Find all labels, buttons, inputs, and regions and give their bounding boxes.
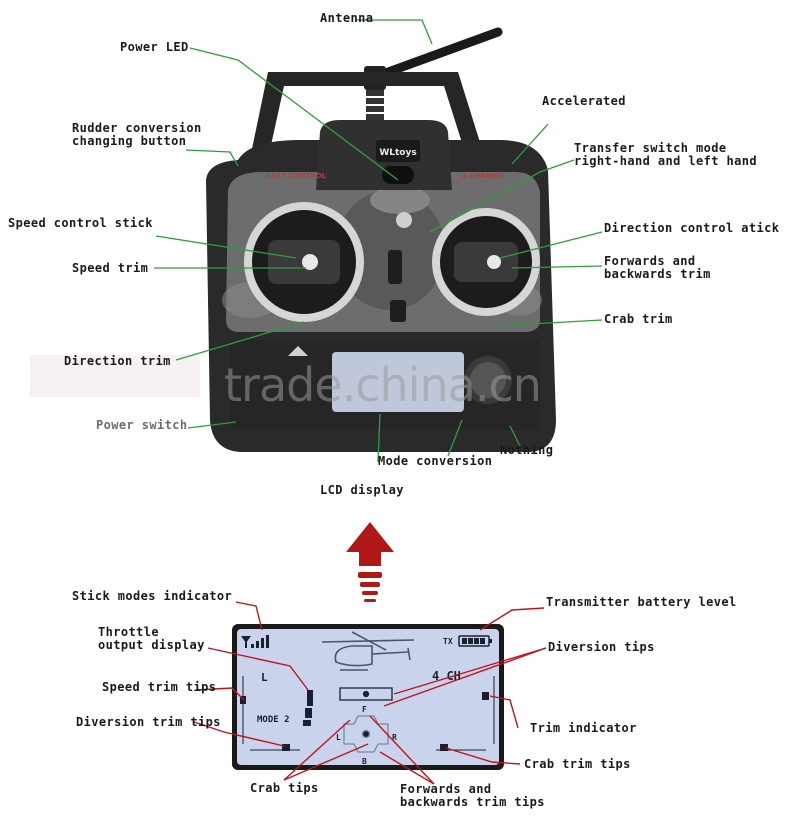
signal-icon <box>241 635 269 648</box>
label-lcd-display: LCD display <box>320 483 404 497</box>
lcd-screen: TX L 4 CH MODE 2 <box>232 624 504 770</box>
label-crab-trim-tips: Crab trim tips <box>524 757 631 771</box>
lcd-back-marker: B <box>362 757 367 766</box>
callout-lines-bottom <box>193 601 547 785</box>
label-direction-control-stick: Direction control atick <box>604 221 780 235</box>
label-stick-modes-indicator: Stick modes indicator <box>72 589 233 603</box>
label-diversion-tips: Diversion tips <box>548 640 655 654</box>
label-speed-control-stick: Speed control stick <box>8 216 153 230</box>
label-forwards-backwards-trim: Forwards and backwards trim <box>604 254 711 281</box>
watermark: trade.china.cn <box>224 358 542 412</box>
lcd-stick-side: L <box>261 671 268 684</box>
trim-indicator-marker <box>482 692 489 700</box>
lcd-forward-marker: F <box>362 705 367 714</box>
label-speed-trim: Speed trim <box>72 261 149 275</box>
label-accelerated: Accelerated <box>542 94 626 108</box>
lcd-display-window <box>332 352 464 412</box>
lcd-tx-label: TX <box>443 637 453 646</box>
label-crab-tips: Crab tips <box>250 781 319 795</box>
direction-control-stick <box>432 208 540 316</box>
leader-lines-top <box>154 19 603 463</box>
diversion-indicator <box>339 687 393 701</box>
label-diversion-trim-tips: Diversion trim tips <box>76 715 221 729</box>
label-power-switch: Power switch <box>96 418 188 432</box>
lcd-channel: 4 CH <box>432 669 461 683</box>
label-transfer-switch: Transfer switch mode right-hand and left… <box>574 141 757 168</box>
speed-trim-marker <box>240 696 246 704</box>
carry-handle <box>248 72 488 168</box>
transmitter-body: WLtoys EASY CONTROL 4-CHANNEL <box>206 27 556 452</box>
lcd-left-marker: L <box>336 733 341 742</box>
label-transmitter-battery-level: Transmitter battery level <box>546 595 737 609</box>
label-antenna: Antenna <box>320 11 374 25</box>
brand-logo: WLtoys <box>379 148 416 158</box>
label-throttle-output-display: Throttle output display <box>98 625 205 652</box>
label-power-led: Power LED <box>120 40 189 54</box>
crab-trim-marker <box>440 744 448 751</box>
helicopter-icon <box>321 631 415 671</box>
label-direction-trim: Direction trim <box>64 354 171 368</box>
label-mode-conversion: Mode conversion <box>378 454 493 468</box>
lcd-right-marker: R <box>392 733 397 742</box>
label-crab-trim: Crab trim <box>604 312 673 326</box>
panel-text-left: EASY CONTROL <box>266 172 327 180</box>
label-rudder: Rudder conversion changing button <box>72 121 202 148</box>
throttle-bar <box>303 690 313 726</box>
label-forwards-backwards-trim-tips: Forwards and backwards trim tips <box>400 782 545 809</box>
lcd-mode: MODE 2 <box>257 715 290 725</box>
speed-control-stick <box>244 202 364 322</box>
label-trim-indicator: Trim indicator <box>530 721 637 735</box>
diversion-trim-marker <box>282 744 290 751</box>
up-arrow-icon <box>346 522 394 602</box>
panel-text-right: 4-CHANNEL <box>461 172 507 180</box>
label-speed-trim-tips: Speed trim tips <box>102 680 217 694</box>
battery-icon <box>458 635 492 647</box>
label-nothing: Nothing <box>500 443 554 457</box>
